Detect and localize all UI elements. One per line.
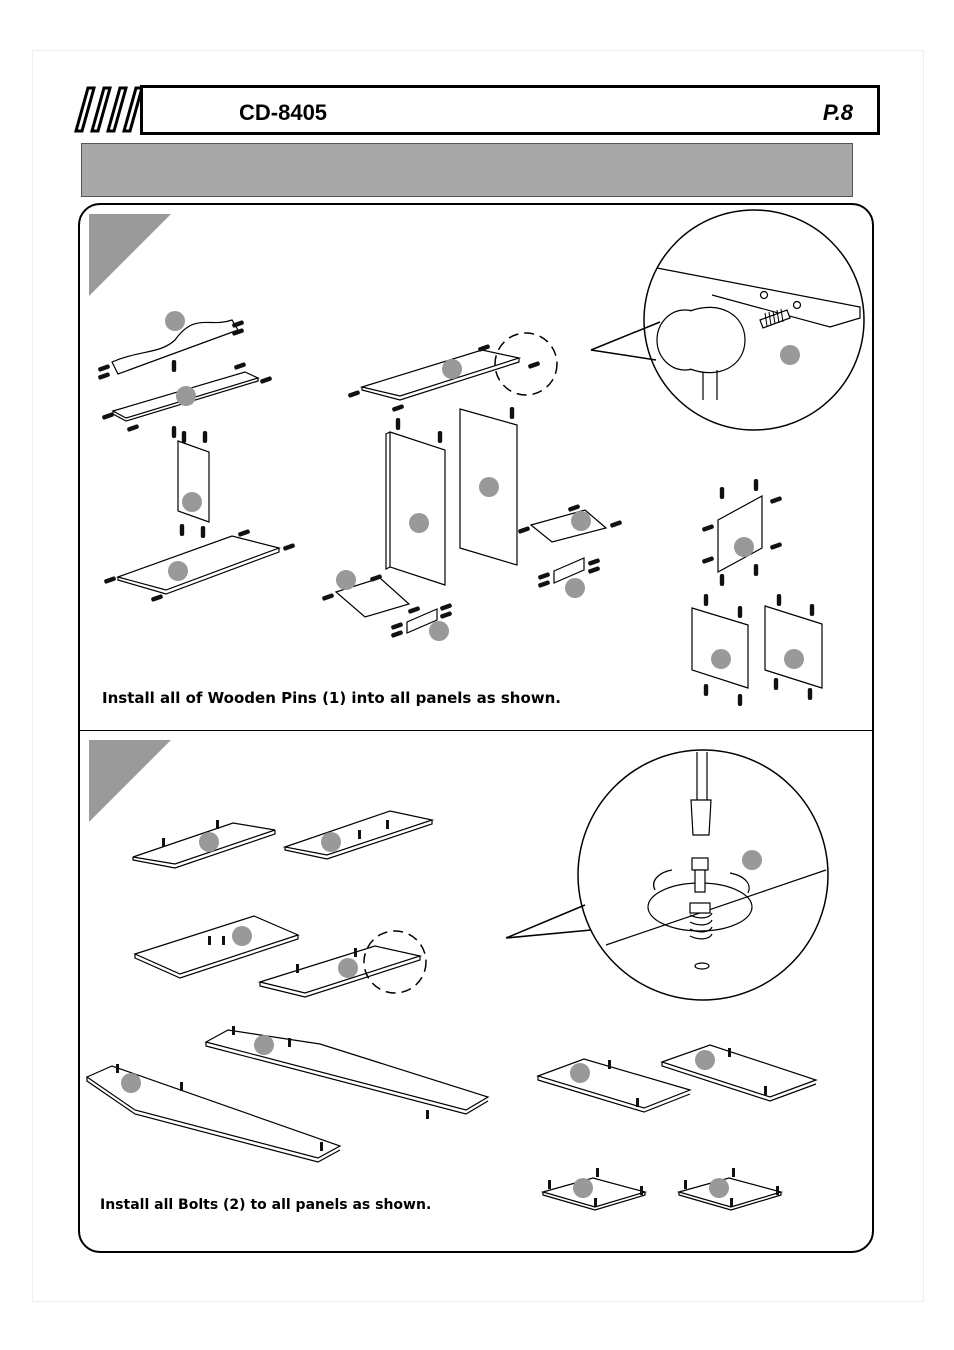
badge (573, 1178, 593, 1198)
badge (784, 649, 804, 669)
badge (336, 570, 356, 590)
badge (182, 492, 202, 512)
badge (232, 926, 252, 946)
badge (176, 386, 196, 406)
panel-square-left (692, 608, 748, 688)
panel-square-right (765, 606, 822, 688)
badge (165, 311, 185, 331)
badge (121, 1073, 141, 1093)
panel-small-shelf (531, 510, 606, 542)
panel-s2-long-top (206, 1030, 488, 1114)
badge (570, 1063, 590, 1083)
badge (711, 649, 731, 669)
badge (321, 832, 341, 852)
badge (254, 1035, 274, 1055)
badge (565, 578, 585, 598)
step1-triangle (89, 214, 171, 296)
panel-side-left (386, 432, 445, 585)
panel-s2-right2 (662, 1045, 816, 1101)
step2-triangle (89, 740, 171, 822)
badge (734, 537, 754, 557)
badge (199, 832, 219, 852)
badge (429, 621, 449, 641)
badge (709, 1178, 729, 1198)
badge (338, 958, 358, 978)
badge (571, 511, 591, 531)
badge (742, 850, 762, 870)
step1-instruction: Install all of Wooden Pins (1) into all … (102, 689, 561, 707)
panel-square-top (718, 496, 762, 572)
badge (168, 561, 188, 581)
badge (409, 513, 429, 533)
badge (442, 359, 462, 379)
panel-bottom-board (118, 536, 279, 594)
badge (479, 477, 499, 497)
badge (695, 1050, 715, 1070)
panel-s2-board3 (135, 916, 298, 978)
badge (780, 345, 800, 365)
step2-instruction: Install all Bolts (2) to all panels as s… (100, 1197, 431, 1213)
